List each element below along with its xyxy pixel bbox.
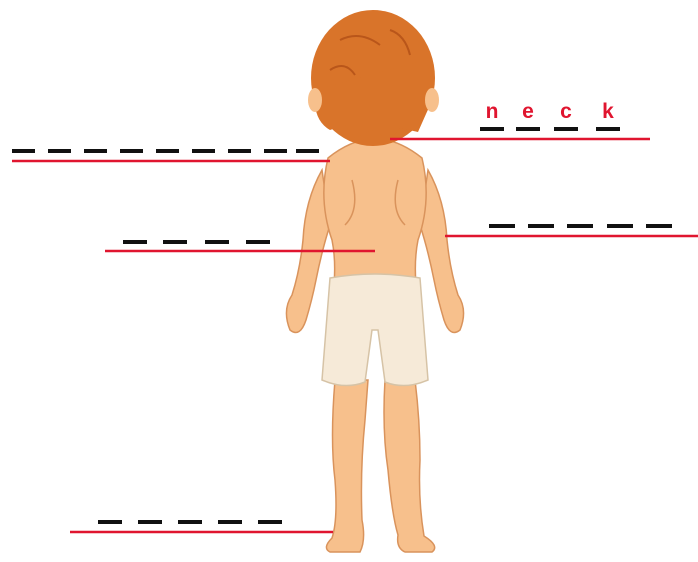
neck-blanks: [480, 127, 620, 131]
legs: [326, 380, 434, 552]
head: [308, 10, 439, 146]
torso: [324, 138, 426, 285]
heel-blanks: [98, 520, 282, 524]
elbow-blanks: [489, 224, 672, 228]
neck-letter-2: e: [516, 100, 540, 124]
shorts: [322, 274, 428, 386]
shoulder-blanks: [12, 149, 319, 153]
neck-letter-1: n: [480, 100, 504, 124]
neck-letter-4: k: [596, 100, 620, 124]
back-blanks: [123, 240, 270, 244]
neck-letter-3: c: [554, 100, 578, 124]
